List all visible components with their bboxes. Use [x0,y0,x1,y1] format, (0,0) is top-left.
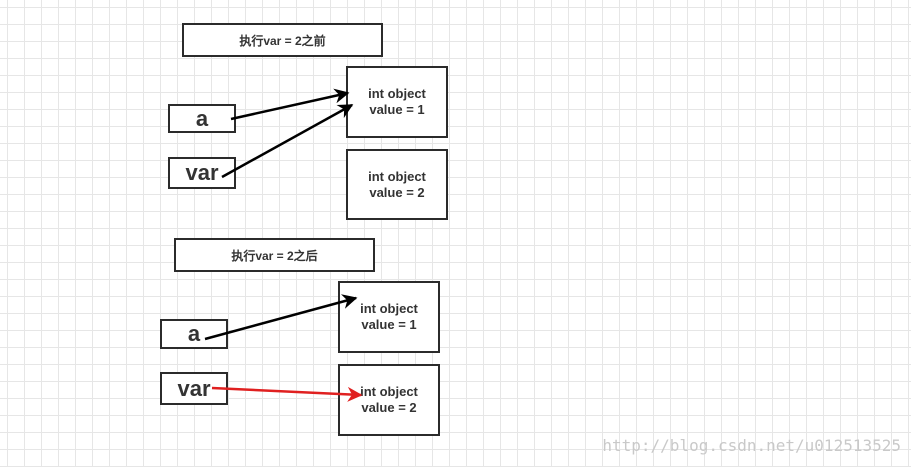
variable-var-after: var [160,372,228,405]
int-object-1-after: int object value = 1 [338,281,440,353]
variable-a-before: a [168,104,236,133]
object-value: value = 1 [369,102,425,117]
arrow-a-to-object1-before [230,88,350,121]
object-type: int object [360,301,418,316]
object-type: int object [368,86,426,101]
object-value: value = 2 [361,400,417,415]
object-value: value = 1 [361,317,417,332]
caption-before: 执行var = 2之前 [182,23,383,57]
object-type: int object [368,168,426,184]
int-object-2-before: int object value = 2 [346,149,448,220]
int-object-2-after: int object value = 2 [338,364,440,436]
variable-a-after: a [160,319,228,349]
watermark-url: http://blog.csdn.net/u012513525 [602,436,901,455]
object-type: int object [360,384,418,399]
int-object-1-before: int object value = 1 [346,66,448,138]
variable-var-before: var [168,157,236,189]
arrow-var-to-object1-before [221,103,354,179]
caption-after: 执行var = 2之后 [174,238,375,272]
object-value: value = 2 [369,184,425,200]
